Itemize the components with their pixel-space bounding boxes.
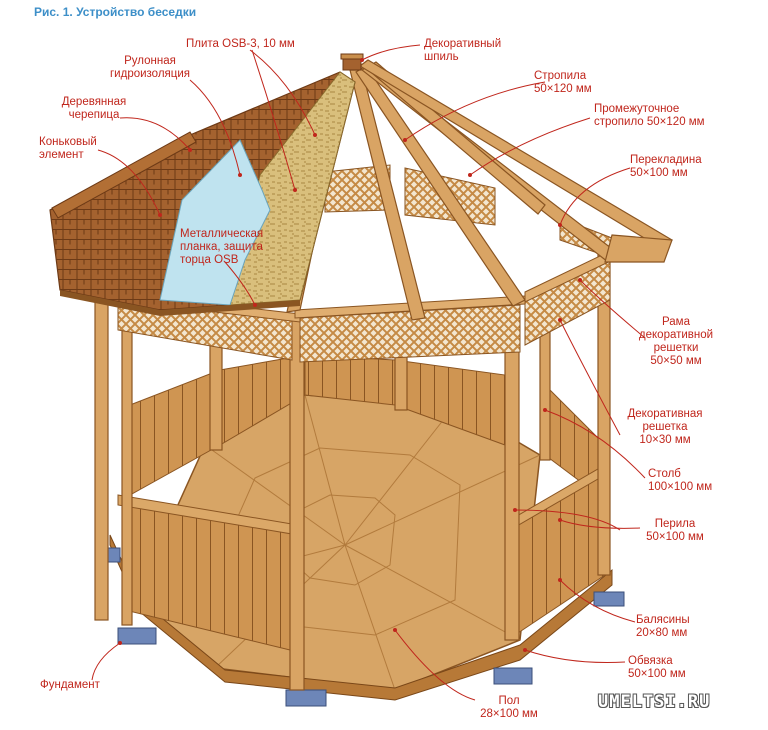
label-line: Стропила <box>534 70 587 82</box>
label-line: элемент <box>39 149 84 161</box>
label-line: 50×100 мм <box>646 531 704 543</box>
back-walls <box>129 354 606 501</box>
label-line: 20×80 мм <box>636 627 688 639</box>
roof-covering <box>49 71 356 316</box>
label-line: 50×50 мм <box>650 355 702 367</box>
label-line: 50×100 мм <box>630 167 688 179</box>
label-foundation: Фундамент <box>40 679 100 692</box>
label-line: решетки <box>653 342 699 354</box>
label-line: Столб <box>648 468 681 480</box>
label-line: Рулонная <box>124 55 176 67</box>
label-osb-panel-text: Плита OSB-3, 10 мм <box>186 38 295 50</box>
decorative-spire <box>340 53 364 71</box>
label-line: решетка <box>642 421 688 433</box>
label-line: торца OSB <box>180 254 239 266</box>
label-line: 100×100 мм <box>648 481 713 493</box>
label-osb-panel: Плита OSB-3, 10 мм <box>186 38 295 51</box>
label-line: Перекладина <box>630 154 702 166</box>
label-line: 50×100 мм <box>628 668 686 680</box>
label-line: планка, защита <box>180 241 263 253</box>
label-line: стропило 50×120 мм <box>594 116 705 128</box>
front-railings <box>117 461 611 651</box>
label-line: черепица <box>68 109 120 121</box>
label-line: гидроизоляция <box>109 68 190 80</box>
posts <box>94 254 611 691</box>
label-line: 50×120 мм <box>534 83 592 95</box>
label-line: Промежуточное <box>594 103 680 115</box>
label-line: шпиль <box>424 51 459 63</box>
figure-title: Рис. 1. Устройство беседки <box>34 5 197 19</box>
label-line: декоративной <box>638 329 714 341</box>
label-line: Перила <box>654 518 696 530</box>
label-line: Рама <box>662 316 690 328</box>
leader-dots <box>118 58 582 652</box>
label-line: Металлическая <box>180 228 264 240</box>
label-line: Обвязка <box>628 655 673 667</box>
label-line: Пол <box>498 695 520 707</box>
label-line: 28×100 мм <box>480 708 538 720</box>
leader-lines <box>91 44 646 701</box>
label-line: Декоративный <box>424 38 502 50</box>
label-line: Декоративная <box>627 408 703 420</box>
label-line: Деревянная <box>61 96 127 108</box>
watermark-logo: UMELTSI.RU <box>598 692 711 712</box>
label-line: 10×30 мм <box>639 434 691 446</box>
label-line: Коньковый <box>39 136 97 148</box>
label-foundation-text: Фундамент <box>40 679 100 691</box>
label-line: Балясины <box>636 614 690 626</box>
